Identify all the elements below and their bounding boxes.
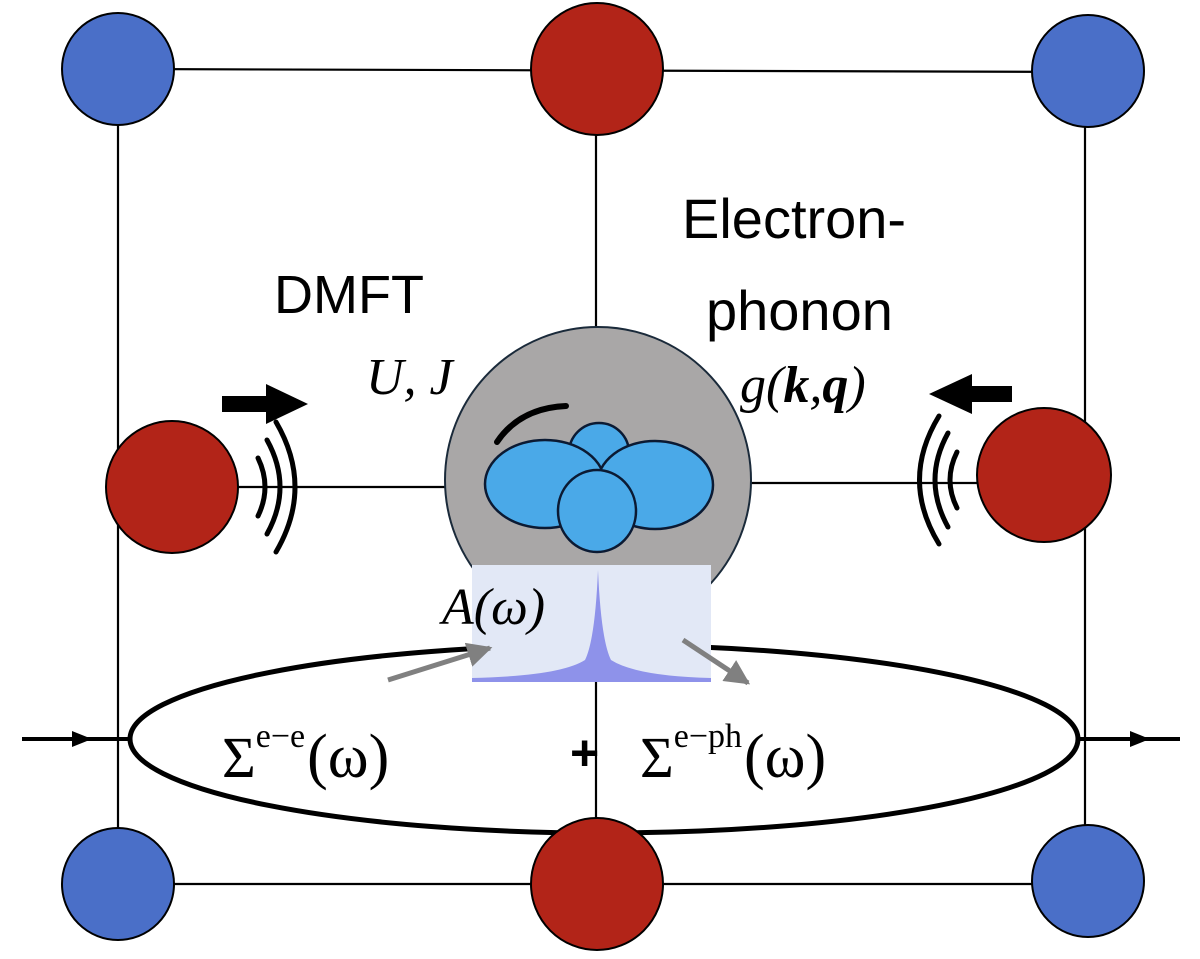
sigma-eph-label: Σe−ph(ω)	[640, 718, 826, 791]
dmft-params-label: U, J	[366, 349, 456, 406]
electron-propagator-line	[22, 731, 1180, 747]
plus-sign: +	[570, 725, 599, 781]
red-atom-top-center	[530, 2, 664, 136]
phonon-waves-right-icon	[917, 413, 960, 547]
electron-phonon-label-line2: phonon	[706, 279, 893, 342]
red-atom-middle-right	[976, 407, 1112, 543]
phonon-waves-left-icon	[255, 419, 298, 555]
blue-atom-bottom-left	[61, 827, 175, 941]
dmft-label: DMFT	[274, 265, 424, 325]
red-atom-bottom-center	[530, 817, 664, 951]
spectral-function-label: A(ω)	[439, 579, 545, 636]
propagator-arrow-right-icon	[1130, 731, 1150, 747]
coupling-label: g(k,q)	[740, 357, 866, 414]
pointer-arrow-right-icon	[681, 637, 751, 686]
pointer-arrow-left-icon	[387, 642, 493, 683]
blue-atom-top-left	[61, 12, 175, 126]
propagator-arrow-left-icon	[72, 731, 92, 747]
orbital-cluster-icon	[483, 421, 715, 554]
blue-atom-top-right	[1031, 14, 1145, 128]
blue-atom-bottom-right	[1031, 824, 1145, 938]
arrow-right-icon	[222, 384, 308, 424]
atoms	[61, 2, 1145, 951]
arrow-left-icon	[929, 374, 1012, 414]
sigma-ee-label: Σe−e(ω)	[222, 718, 389, 791]
rotation-arc-icon	[494, 403, 569, 445]
red-atom-middle-left	[105, 420, 239, 554]
electron-phonon-label-line1: Electron-	[682, 187, 906, 250]
spectral-peak-icon	[472, 570, 711, 682]
